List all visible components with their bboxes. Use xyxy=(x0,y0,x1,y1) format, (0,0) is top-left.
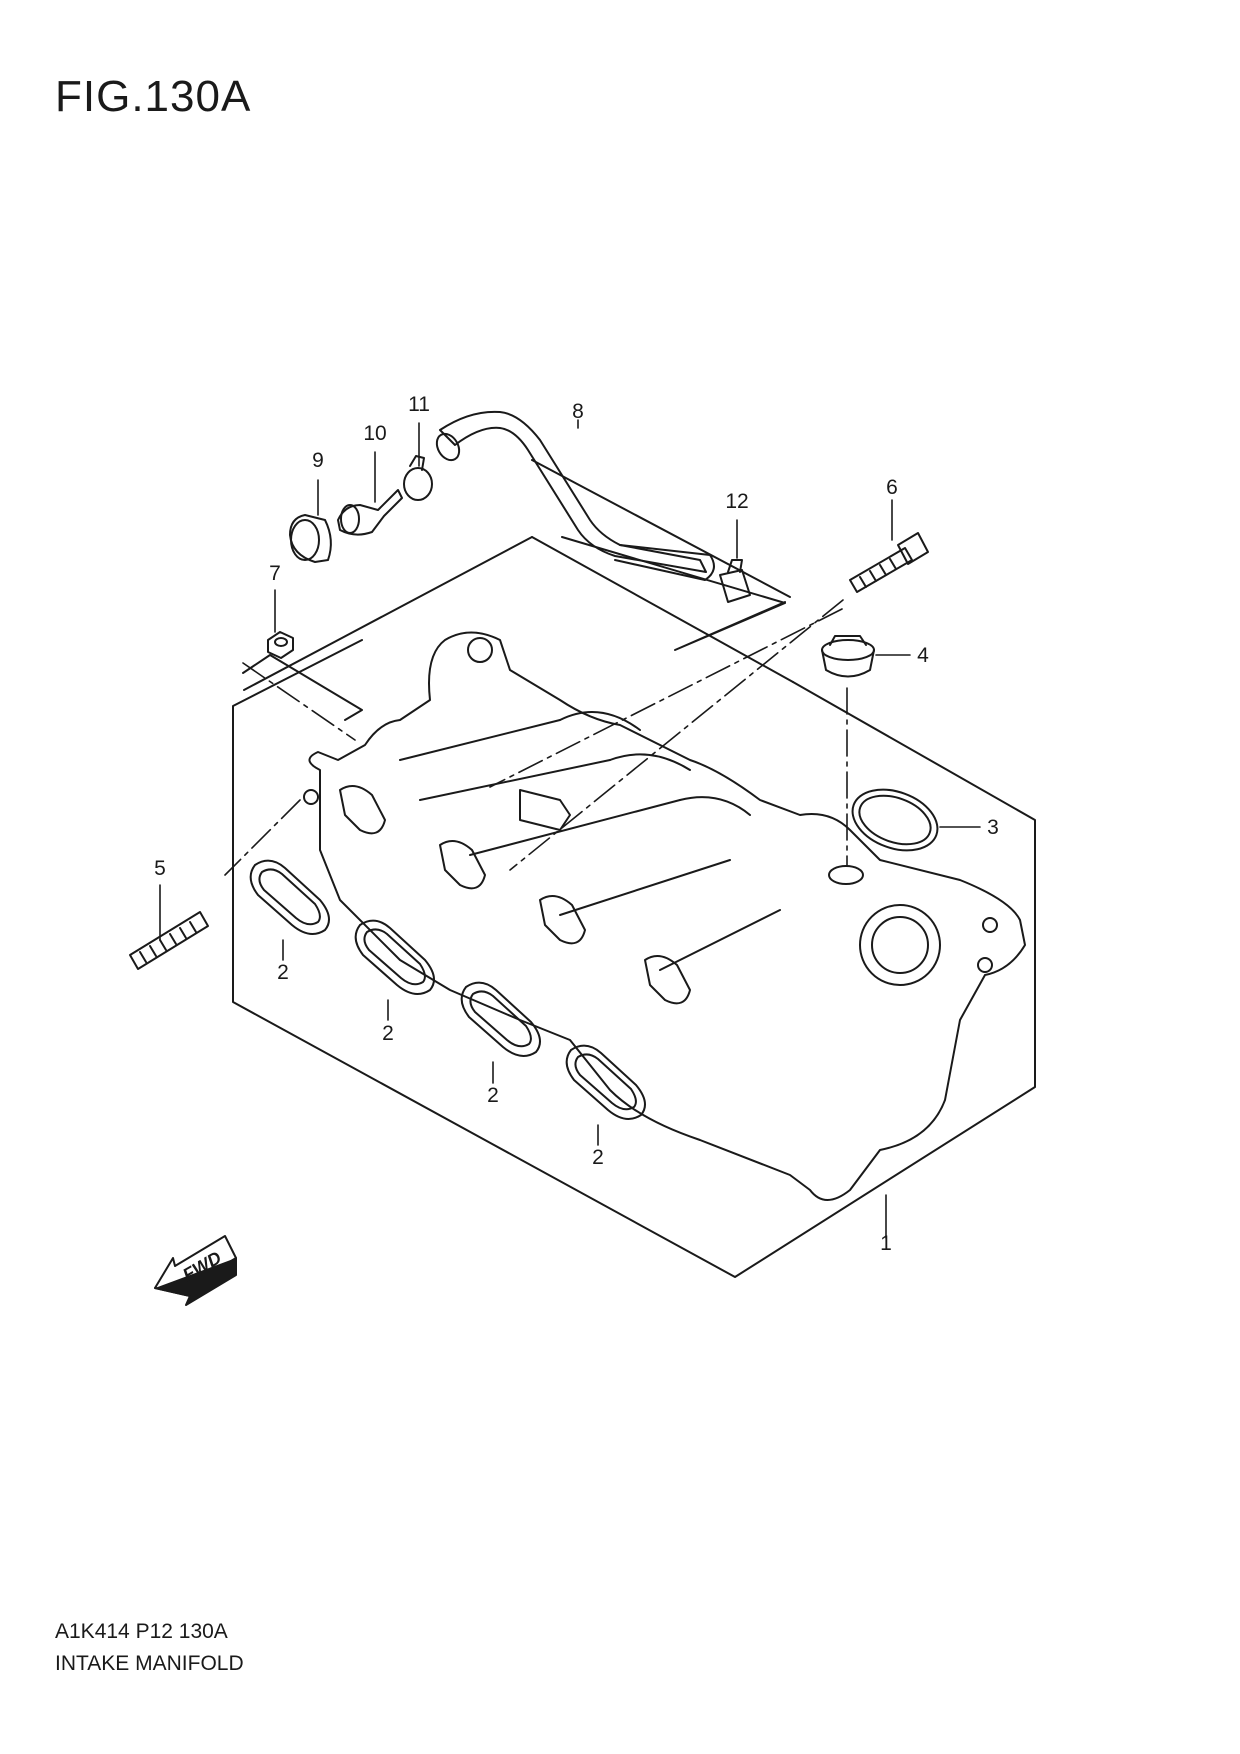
stud-bolt[interactable] xyxy=(129,911,209,970)
intake-manifold[interactable] xyxy=(303,631,1026,1201)
callout-6: 6 xyxy=(886,476,898,499)
assembly-box-subgroup xyxy=(243,536,794,691)
assembly-box xyxy=(232,536,1036,1278)
hose-clamp[interactable] xyxy=(403,455,433,501)
bolt[interactable] xyxy=(849,532,929,593)
assembly-lines xyxy=(224,599,848,876)
fwd-arrow-icon: FWD xyxy=(154,1235,237,1306)
figure-code: A1K414 P12 130A xyxy=(55,1620,228,1643)
leader-lines xyxy=(159,419,981,1239)
callout-4: 4 xyxy=(917,644,929,667)
callout-2: 2 xyxy=(487,1084,499,1107)
gasket[interactable] xyxy=(249,859,330,935)
subgroup-bracket xyxy=(242,459,791,721)
nut[interactable] xyxy=(267,631,294,659)
callout-3: 3 xyxy=(987,816,999,839)
callout-5: 5 xyxy=(154,857,166,880)
callout-10: 10 xyxy=(363,422,386,445)
cap-grommet[interactable] xyxy=(289,514,332,563)
callout-9: 9 xyxy=(312,449,324,472)
figure-title: FIG.130A xyxy=(55,72,252,121)
callout-1: 1 xyxy=(880,1232,892,1255)
cap[interactable] xyxy=(821,635,875,678)
callout-2: 2 xyxy=(382,1022,394,1045)
hose[interactable] xyxy=(432,410,715,581)
gasket[interactable] xyxy=(565,1044,646,1120)
callout-11: 11 xyxy=(408,393,430,416)
callout-2: 2 xyxy=(277,961,289,984)
callout-12: 12 xyxy=(725,490,748,513)
pcv-valve[interactable] xyxy=(337,489,403,536)
hose-clamp[interactable] xyxy=(719,559,751,603)
gasket[interactable] xyxy=(354,919,435,995)
callout-7: 7 xyxy=(269,562,281,585)
figure-name: INTAKE MANIFOLD xyxy=(55,1652,244,1675)
callout-2: 2 xyxy=(592,1146,604,1169)
gasket[interactable] xyxy=(460,981,541,1057)
callout-8: 8 xyxy=(572,400,584,423)
o-ring[interactable] xyxy=(844,779,946,862)
